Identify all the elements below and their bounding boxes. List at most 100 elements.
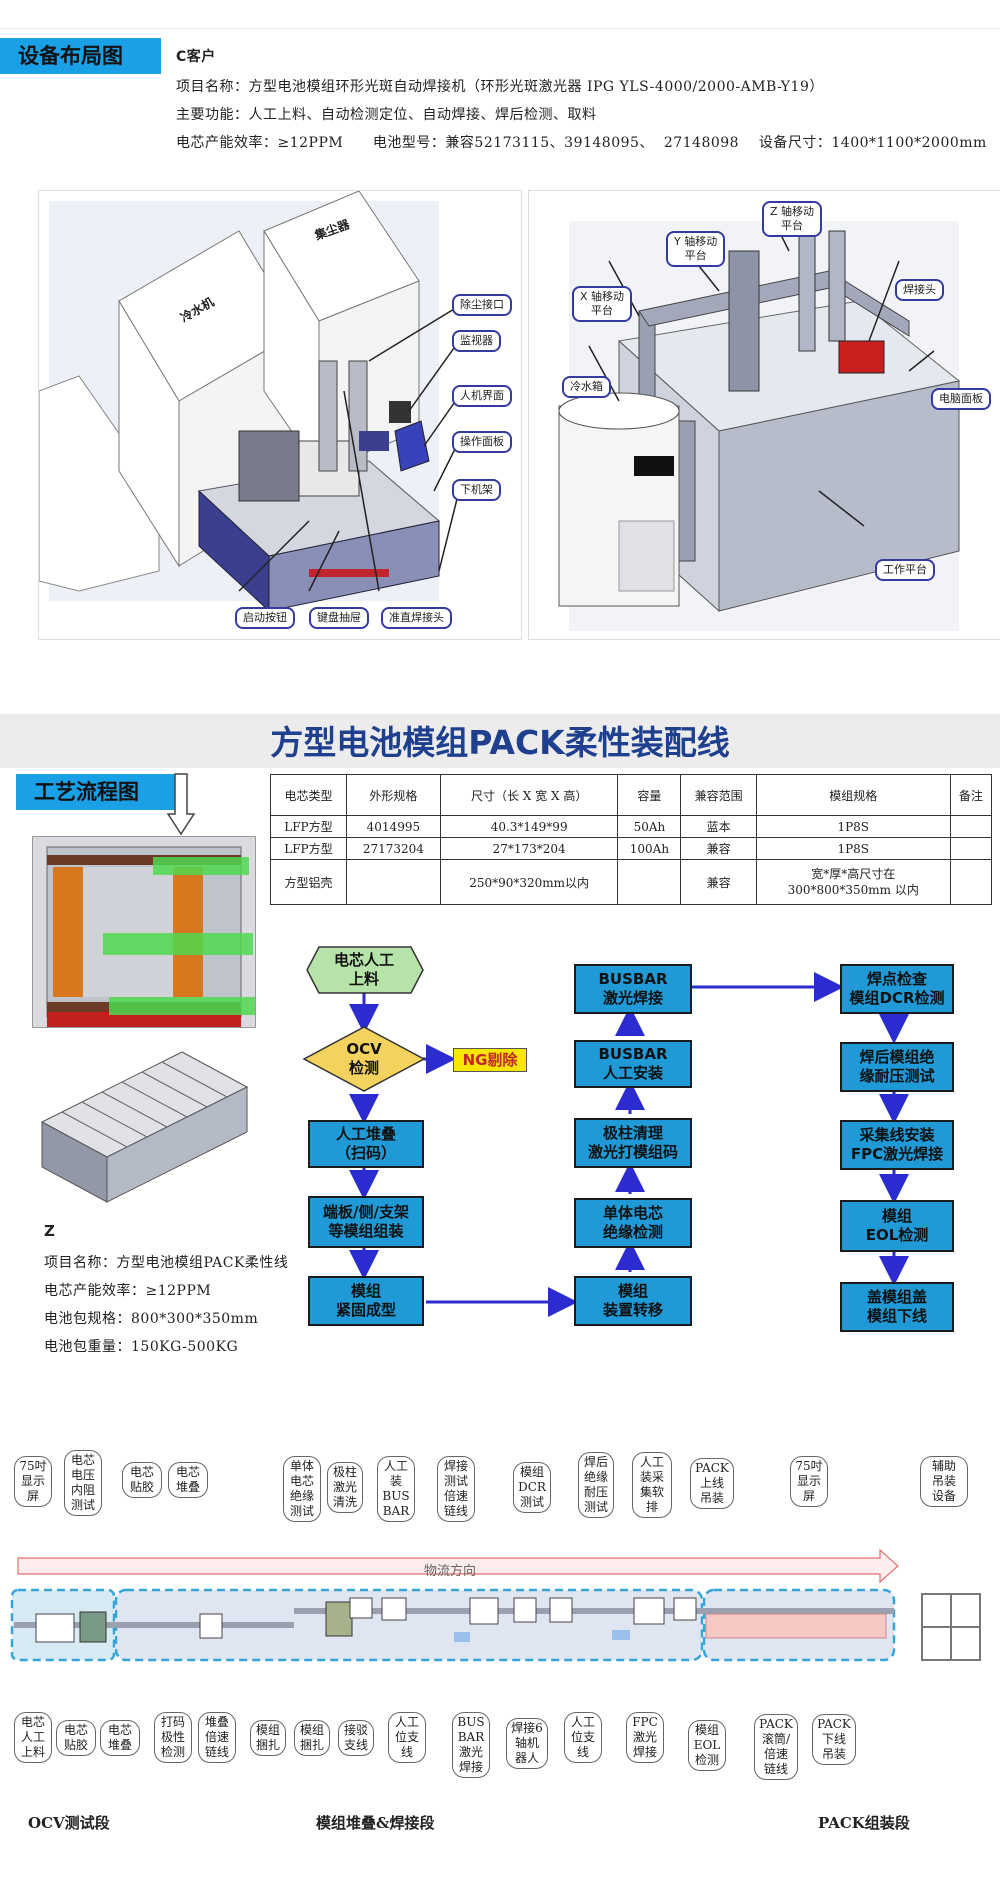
table-cell: 4014995: [345, 815, 441, 838]
table-row: LFP方型 4014995 40.3*149*99 50Ah 蓝本 1P8S: [270, 815, 993, 838]
info-pack-spec: 电池包规格：800*300*350mm: [44, 1311, 259, 1327]
label-pack-hoist: PACK 上线 吊装: [690, 1458, 734, 1509]
flow-ocv-diamond: [302, 1026, 426, 1092]
welding-station-figure: X 轴移动 平台 Y 轴移动 平台 Z 轴移动 平台 焊接头 冷水箱 电脑面板 …: [528, 190, 1000, 640]
flow-busbar-weld: BUSBAR 激光焊接: [574, 964, 692, 1014]
label-cell-insulation: 单体 电芯 绝缘 测试: [283, 1456, 321, 1522]
table-row: LFP方型 27173204 27*173*204 100Ah 兼容 1P8S: [270, 837, 993, 860]
flow-busbar-install: BUSBAR 人工安装: [574, 1040, 692, 1088]
module-3d-image: [32, 1032, 254, 1204]
label-cell-stack: 电芯 堆叠: [168, 1462, 208, 1498]
label-pole-laser: 极柱 激光 清洗: [327, 1462, 363, 1513]
machine-layout-figure: 除尘接口 监视器 人机界面 操作面板 下机架 启动按钮 键盘抽屉 准直焊接头 冷…: [38, 190, 522, 640]
label-manual-station: 人工 位支 线: [388, 1712, 426, 1763]
table-header-cell: 备注: [949, 774, 993, 816]
function-line: 主要功能：人工上料、自动检测定位、自动焊接、焊后检测、取料: [176, 107, 597, 123]
label-robot: 焊接6 轴机 器人: [506, 1718, 548, 1769]
callout-weld-head: 焊接头: [895, 279, 944, 301]
table-cell: [949, 815, 993, 838]
callout-keyboard-drawer: 键盘抽屉: [309, 607, 369, 629]
label-connect-line: 接驳 支线: [338, 1720, 374, 1756]
flow-module-assembly: 端板/侧/支架 等模组组装: [308, 1196, 424, 1248]
flow-module-fasten: 模组 紧固成型: [308, 1276, 424, 1326]
line-title: 方型电池模组PACK柔性装配线: [270, 723, 730, 762]
table-header-cell: 模组规格: [755, 774, 951, 816]
segment-pack: PACK组装段: [818, 1814, 910, 1832]
label-busbar-install: 人工 装 BUS BAR: [377, 1456, 415, 1522]
callout-hmi: 人机界面: [452, 385, 512, 407]
module-top-view-drawing: [33, 837, 255, 1027]
table-cell: 1P8S: [755, 837, 951, 860]
label-display-screen-2: 75吋 显示 屏: [790, 1456, 828, 1507]
layout-section-tag: 设备布局图: [0, 38, 161, 74]
callout-monitor: 监视器: [452, 330, 501, 352]
title-banner: [0, 714, 1000, 768]
flow-fpc-weld: 采集线安装 FPC激光焊接: [840, 1120, 954, 1170]
flow-eol-test: 模组 EOL检测: [840, 1200, 954, 1252]
label-hipot-test: 焊后 绝缘 耐压 测试: [578, 1452, 614, 1518]
machine-layout-drawing: [39, 191, 521, 639]
flow-pole-clean: 极柱清理 激光打模组码: [574, 1118, 692, 1168]
flow-direction-label: 物流方向: [424, 1564, 477, 1579]
label-aux-hoist: 辅助 吊装 设备: [920, 1456, 968, 1507]
label-busbar-weld: BUS BAR 激光 焊接: [452, 1712, 490, 1778]
table-cell: 宽*厚*高尺寸在 300*800*350mm 以内: [755, 859, 951, 905]
label-cell-stack-2: 电芯 堆叠: [100, 1720, 140, 1756]
table-cell: 27173204: [345, 837, 441, 860]
table-cell: [617, 859, 682, 905]
label-fpc-weld: FPC 激光 焊接: [626, 1712, 664, 1763]
label-pack-conveyor: PACK 滚筒/ 倍速 链线: [754, 1714, 798, 1780]
cell-spec-table: 电芯类型 外形规格 尺寸（长 X 宽 X 高） 容量 兼容范围 模组规格 备注 …: [270, 774, 993, 905]
info-z: Z: [44, 1222, 55, 1240]
flow-module-transfer: 模组 装置转移: [574, 1276, 692, 1326]
label-weld-line: 焊接 测试 倍速 链线: [437, 1456, 475, 1522]
table-cell: 40.3*149*99: [439, 815, 619, 838]
callout-x-axis: X 轴移动 平台: [572, 286, 633, 322]
label-manual-station-2: 人工 位支 线: [564, 1712, 602, 1763]
segment-stack-weld: 模组堆叠&焊接段: [316, 1814, 435, 1832]
callout-lower-frame: 下机架: [452, 479, 501, 501]
label-module-bind: 模组 捆扎: [250, 1720, 286, 1756]
module-3d-drawing: [40, 1051, 249, 1203]
label-module-bind-2: 模组 捆扎: [294, 1720, 330, 1756]
table-cell: [949, 837, 993, 860]
callout-y-axis: Y 轴移动 平台: [666, 231, 726, 267]
table-cell: 1P8S: [755, 815, 951, 838]
flow-cell-insulation: 单体电芯 绝缘检测: [574, 1198, 692, 1248]
table-header-cell: 尺寸（长 X 宽 X 高）: [439, 774, 619, 816]
label-voltage-test: 电芯 电压 内阻 测试: [64, 1450, 102, 1516]
label-dcr-test: 模组 DCR 测试: [513, 1462, 551, 1513]
flow-module-offline: 盖模组盖 模组下线: [840, 1282, 954, 1332]
flow-start-hexagon: [306, 946, 424, 994]
label-fpc-install: 人工 装采 集软 排: [632, 1452, 672, 1518]
callout-work-platform: 工作平台: [875, 559, 935, 581]
segment-ocv: OCV测试段: [28, 1814, 110, 1832]
callout-dust-port: 除尘接口: [452, 294, 512, 316]
callout-chiller: 冷水箱: [562, 376, 611, 398]
callout-collimated-head: 准直焊接头: [381, 607, 452, 629]
label-cell-tape-2: 电芯 贴胶: [56, 1720, 96, 1756]
process-section-tag: 工艺流程图: [16, 774, 179, 810]
down-arrow-icon: [166, 773, 196, 836]
flow-hipot-test: 焊后模组绝 缘耐压测试: [840, 1042, 954, 1092]
flow-ocv: OCV 检测: [346, 1040, 382, 1077]
label-display-screen: 75吋 显示 屏: [14, 1456, 52, 1507]
table-header-cell: 电芯类型: [270, 774, 347, 816]
table-cell: 兼容: [680, 837, 757, 860]
label-stack-line: 堆叠 倍速 链线: [198, 1712, 236, 1763]
table-cell: 100Ah: [617, 837, 682, 860]
project-line: 项目名称：方型电池模组环形光斑自动焊接机（环形光斑激光器 IPG YLS-400…: [176, 79, 824, 95]
table-cell: LFP方型: [270, 815, 347, 838]
flow-manual-stack: 人工堆叠 （扫码）: [308, 1120, 424, 1168]
table-row: 方型铝壳 250*90*320mm以内 兼容 宽*厚*高尺寸在 300*800*…: [270, 859, 993, 905]
module-top-view-image: [32, 836, 256, 1028]
callout-pc-panel: 电脑面板: [931, 388, 991, 410]
flow-start: 电芯人工 上料: [333, 951, 394, 988]
table-cell: 兼容: [680, 859, 757, 905]
line-layout-drawing: [10, 1548, 981, 1662]
flow-ng-reject: NG剔除: [453, 1048, 527, 1072]
callout-start-button: 启动按钮: [235, 607, 295, 629]
table-cell: [345, 859, 441, 905]
table-header-cell: 兼容范围: [680, 774, 757, 816]
label-polarity-test: 打码 极性 检测: [154, 1712, 192, 1763]
